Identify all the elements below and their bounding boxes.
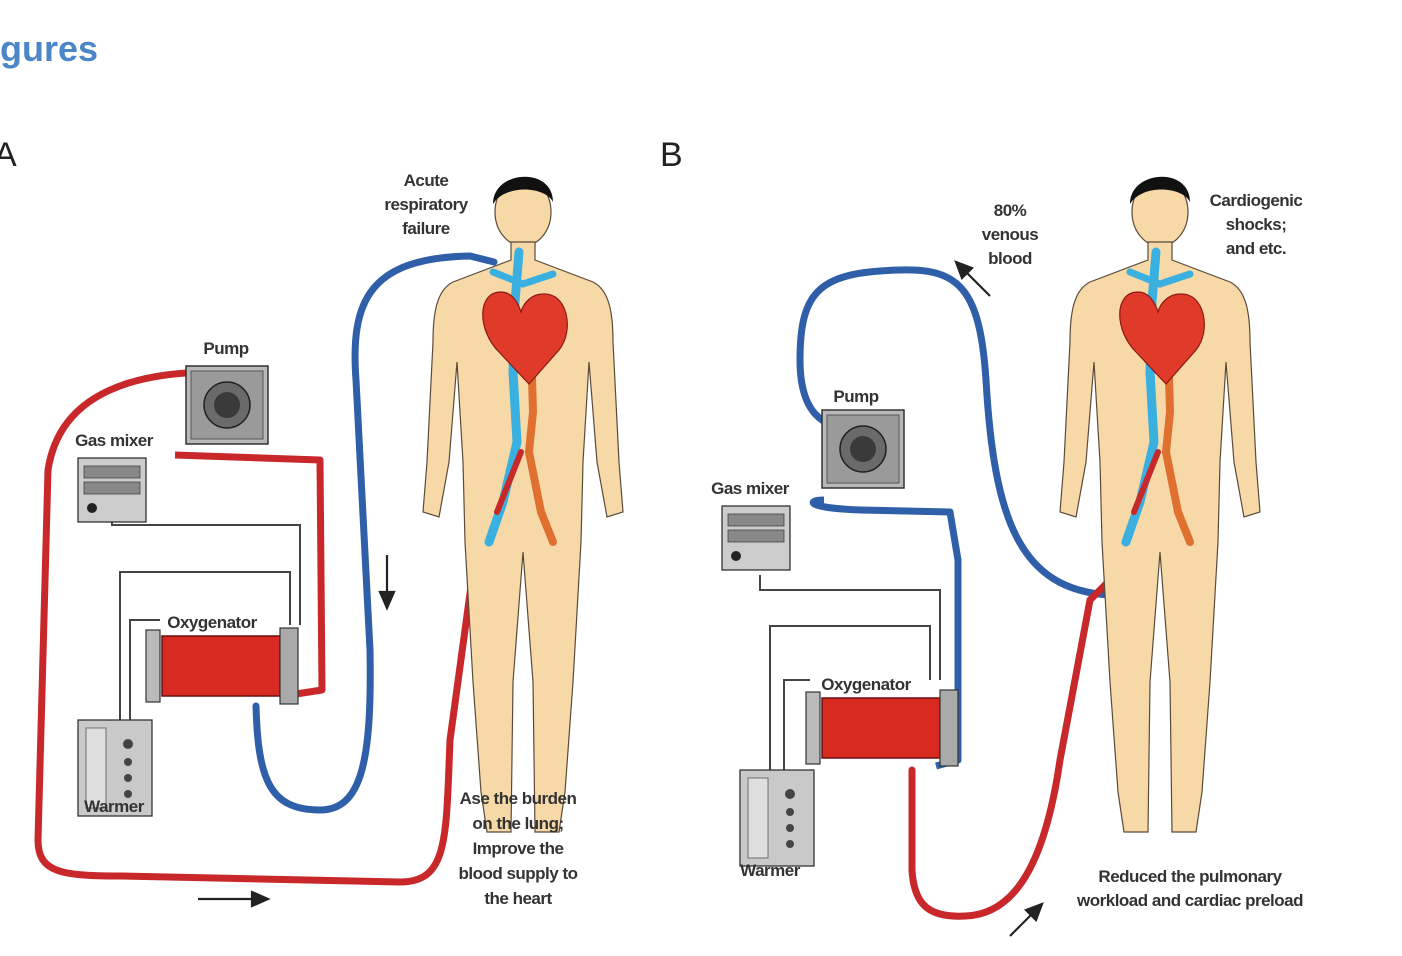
- panel-a-benefit-line: blood supply to: [458, 864, 577, 883]
- panel-b-gas-mixer-label: Gas mixer: [711, 479, 790, 498]
- panel-a-letter: A: [0, 136, 17, 174]
- panel-a-condition-line: failure: [402, 219, 450, 238]
- panel-b-venous-line: blood: [988, 249, 1032, 268]
- panel-a-benefit-label: Ase the burden on the lung; Improve the …: [458, 789, 578, 908]
- panel-a-pump: [185, 365, 269, 445]
- panel-a-arterial-line-1: [174, 451, 326, 698]
- panel-b-benefit-label: Reduced the pulmonary workload and cardi…: [1076, 867, 1304, 910]
- panel-b-benefit-line: Reduced the pulmonary: [1098, 867, 1282, 886]
- panel-b-pump-label: Pump: [833, 387, 878, 406]
- panel-a-pump-label: Pump: [203, 339, 248, 358]
- panel-a-gas-mixer: [77, 457, 147, 523]
- panel-b-venous-line-2: [796, 266, 1134, 599]
- panel-a: A Pump Gas mixer Oxygenator Warmer: [0, 136, 623, 908]
- panel-b-pump: [821, 409, 905, 489]
- panel-a-flow-arrow-down: [378, 555, 396, 611]
- panel-b-condition-line: and etc.: [1226, 239, 1286, 258]
- panel-b-venous-label: 80% venous blood: [982, 201, 1039, 268]
- panel-a-flow-arrow-right: [198, 890, 271, 908]
- panel-b-benefit-line: workload and cardiac preload: [1076, 891, 1303, 910]
- panel-b-oxygenator: [805, 689, 959, 767]
- panel-b: B Pump Gas mixer Oxygenator Warmer: [660, 136, 1304, 937]
- panel-a-condition-label: Acute respiratory failure: [384, 171, 469, 238]
- panel-b-flow-arrow-up-left: [954, 260, 991, 297]
- panel-a-oxygenator: [145, 627, 299, 705]
- panel-a-benefit-line: Ase the burden: [460, 789, 577, 808]
- panel-b-condition-line: shocks;: [1226, 215, 1287, 234]
- panel-b-control-lines: [759, 575, 941, 770]
- panel-a-benefit-line: on the lung;: [472, 814, 563, 833]
- panel-a-benefit-line: Improve the: [473, 839, 564, 858]
- panel-b-letter: B: [660, 136, 683, 174]
- panel-a-benefit-line: the heart: [484, 889, 552, 908]
- page-title: gures: [0, 28, 99, 69]
- panel-b-gas-mixer: [721, 505, 791, 571]
- panel-b-venous-line: venous: [982, 225, 1039, 244]
- panel-b-venous-line: 80%: [994, 201, 1027, 220]
- panel-a-oxygenator-label: Oxygenator: [167, 613, 257, 632]
- panel-a-gas-mixer-label: Gas mixer: [75, 431, 154, 450]
- panel-b-warmer: [739, 769, 815, 867]
- panel-b-venous-line-1: [809, 496, 962, 770]
- panel-b-oxygenator-label: Oxygenator: [821, 675, 911, 694]
- panel-b-flow-arrow-up-right: [1009, 902, 1044, 937]
- panel-a-condition-line: respiratory: [384, 195, 468, 214]
- panel-b-warmer-label: Warmer: [740, 861, 801, 880]
- panel-b-condition-label: Cardiogenic shocks; and etc.: [1210, 191, 1303, 258]
- panel-b-condition-line: Cardiogenic: [1210, 191, 1303, 210]
- panel-a-venous-line: [252, 252, 498, 814]
- panel-b-patient: [1060, 177, 1260, 832]
- panel-b-arterial-line: [908, 556, 1134, 920]
- panel-a-arterial-line-2: [34, 368, 498, 886]
- panel-a-condition-line: Acute: [404, 171, 449, 190]
- panel-a-warmer-label: Warmer: [84, 797, 145, 816]
